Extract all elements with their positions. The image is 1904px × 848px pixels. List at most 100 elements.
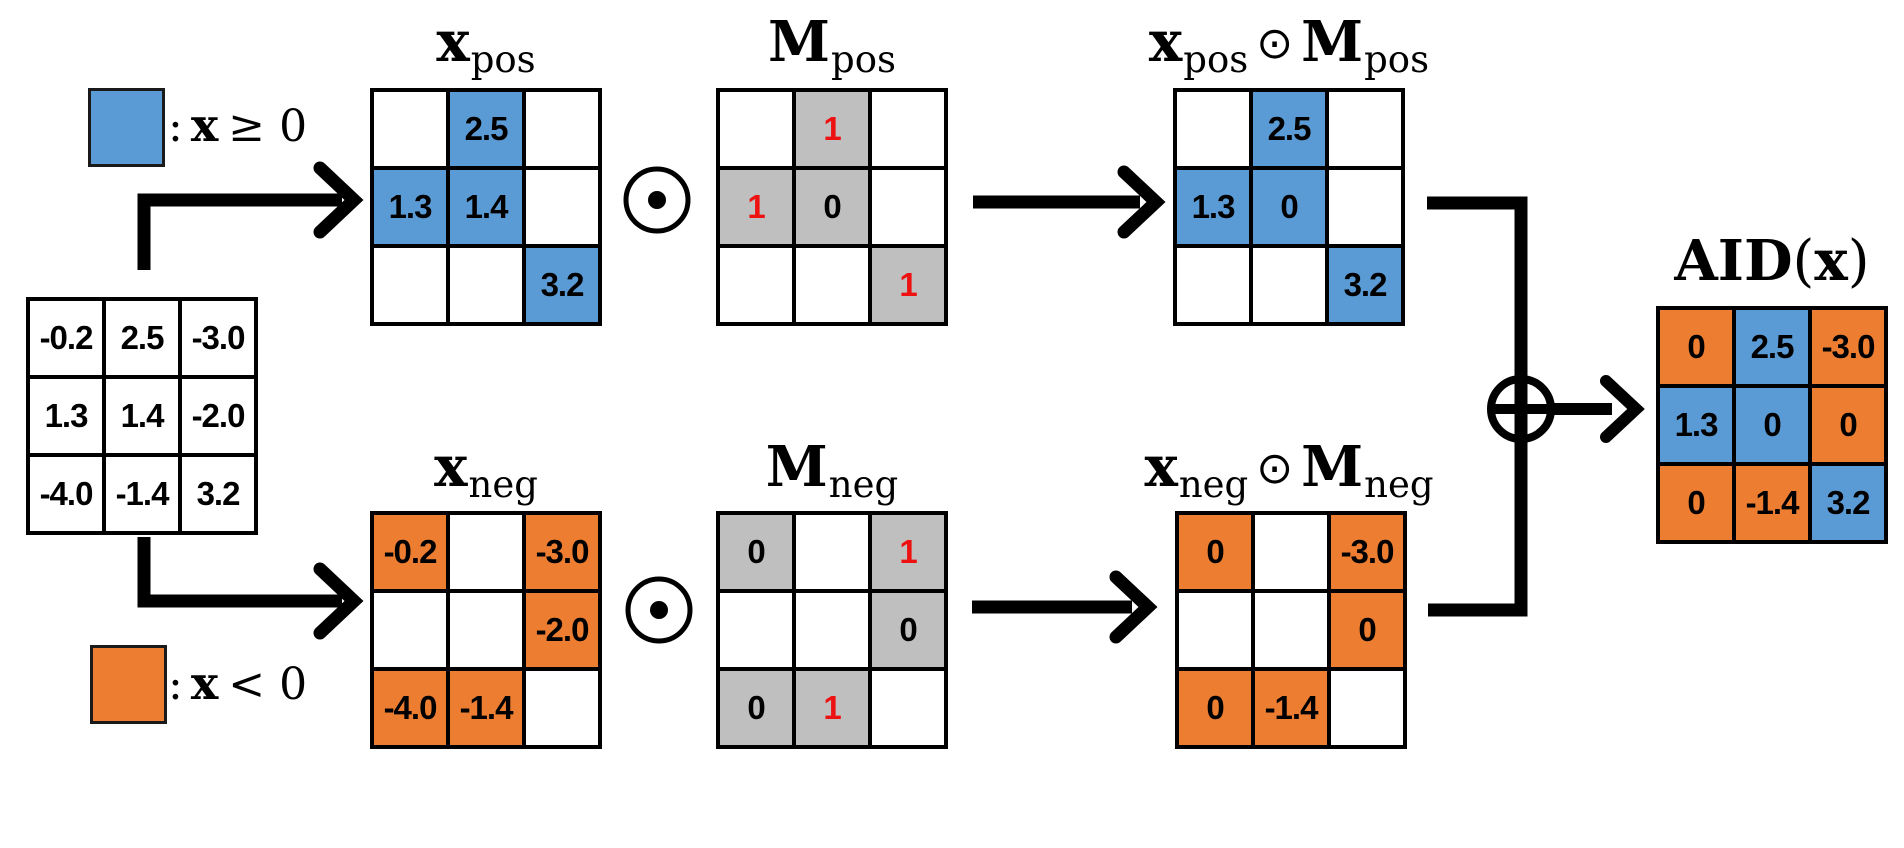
- positive-color-swatch: [88, 88, 165, 167]
- matrix-cell: -3.0: [1329, 513, 1405, 591]
- title-mneg: Mneg: [765, 434, 899, 506]
- matrix-cell: [870, 168, 946, 246]
- legend-variable: x: [190, 656, 219, 710]
- matrix-cell: -1.4: [1734, 464, 1810, 542]
- matrix-cell: -0.2: [372, 513, 448, 591]
- matrix-cell: [1175, 90, 1251, 168]
- matrix-cell: 0: [1658, 464, 1734, 542]
- matrix-cell: [448, 591, 524, 669]
- matrix-cell: [448, 246, 524, 324]
- matrix-cell: [1253, 513, 1329, 591]
- matrix-cell: 1: [718, 168, 794, 246]
- matrix-cell: [794, 591, 870, 669]
- matrix-cell: 0: [1810, 386, 1886, 464]
- legend-condition: < 0: [228, 659, 308, 710]
- title-xneg: xneg: [434, 434, 538, 506]
- matrix-cell: -4.0: [372, 669, 448, 747]
- matrix-cell: 0: [1251, 168, 1327, 246]
- matrix-cell: 0: [1329, 591, 1405, 669]
- matrix-cell: 0: [718, 669, 794, 747]
- elementwise-product-icon-top: [623, 166, 691, 234]
- matrix-cell: [1327, 168, 1403, 246]
- matrix-cell: [794, 246, 870, 324]
- matrix-cell: 0: [718, 513, 794, 591]
- matrix-cell: [718, 246, 794, 324]
- negative-color-swatch: [90, 645, 167, 724]
- matrix-cell: [1253, 591, 1329, 669]
- matrix-cell: [448, 513, 524, 591]
- bottom-result-arrow: [972, 570, 1158, 644]
- matrix-cell: -4.0: [28, 455, 104, 533]
- matrix-cell: 1.3: [28, 377, 104, 455]
- matrix-cell: 3.2: [524, 246, 600, 324]
- final-arrow: [1551, 375, 1645, 443]
- legend-condition: ≥ 0: [228, 101, 308, 152]
- legend-colon: :: [168, 101, 183, 152]
- matrix-cell: -2.0: [524, 591, 600, 669]
- positive-legend-label: :x≥ 0: [168, 98, 307, 152]
- merge-bracket: [1427, 196, 1549, 617]
- matrix-cell: -3.0: [1810, 308, 1886, 386]
- matrix-cell: -1.4: [104, 455, 180, 533]
- matrix-cell: 0: [1177, 513, 1253, 591]
- title-aid: AID(x): [1674, 228, 1870, 294]
- matrix-cell: [1177, 591, 1253, 669]
- matrix-cell: [372, 90, 448, 168]
- matrix-cell: 1.3: [1658, 386, 1734, 464]
- elementwise-product-symbol: ⊙: [1256, 443, 1294, 494]
- matrix-cell: 0: [1734, 386, 1810, 464]
- matrix-cell: -2.0: [180, 377, 256, 455]
- matrix-cell: -3.0: [524, 513, 600, 591]
- matrix-cell: 1: [794, 669, 870, 747]
- matrix-cell: [718, 591, 794, 669]
- matrix-cell: -1.4: [1253, 669, 1329, 747]
- matrix-cell: 1.4: [104, 377, 180, 455]
- matrix-cell: 3.2: [180, 455, 256, 533]
- matrix-cell: 2.5: [1251, 90, 1327, 168]
- matrix-cell: 0: [794, 168, 870, 246]
- elementwise-product-symbol: ⊙: [1256, 18, 1294, 69]
- matrix-cell: [870, 669, 946, 747]
- title-xneg-mneg: xneg⊙Mneg: [1144, 434, 1434, 506]
- matrix-cell: [524, 669, 600, 747]
- matrix-cell: [1251, 246, 1327, 324]
- title-xpos: xpos: [436, 9, 536, 81]
- matrix-cell: [718, 90, 794, 168]
- matrix-cell: 0: [1177, 669, 1253, 747]
- matrix-cell: 0: [1658, 308, 1734, 386]
- matrix-cell: 2.5: [448, 90, 524, 168]
- matrix-cell: [1175, 246, 1251, 324]
- top-result-arrow: [973, 165, 1166, 239]
- matrix-cell: [1327, 90, 1403, 168]
- matrix-cell: 3.2: [1327, 246, 1403, 324]
- matrix-cell: -3.0: [180, 299, 256, 377]
- legend-variable: x: [190, 98, 219, 152]
- matrix-cell: [372, 591, 448, 669]
- matrix-cell: [372, 246, 448, 324]
- negative-legend-label: :x< 0: [168, 656, 307, 710]
- circled-plus-icon: [1487, 375, 1555, 443]
- matrix-cell: [1329, 669, 1405, 747]
- matrix-cell: [524, 168, 600, 246]
- matrix-cell: -1.4: [448, 669, 524, 747]
- matrix-cell: [794, 513, 870, 591]
- matrix-cell: 1: [870, 513, 946, 591]
- legend-colon: :: [168, 659, 183, 710]
- matrix-cell: 3.2: [1810, 464, 1886, 542]
- matrix-cell: 1: [794, 90, 870, 168]
- matrix-cell: 1.3: [372, 168, 448, 246]
- matrix-cell: 1.4: [448, 168, 524, 246]
- matrix-cell: [524, 90, 600, 168]
- matrix-cell: 1.3: [1175, 168, 1251, 246]
- title-xpos-mpos: xpos⊙Mpos: [1148, 9, 1430, 81]
- matrix-cell: 2.5: [1734, 308, 1810, 386]
- bottom-branch-arrow: [137, 537, 364, 640]
